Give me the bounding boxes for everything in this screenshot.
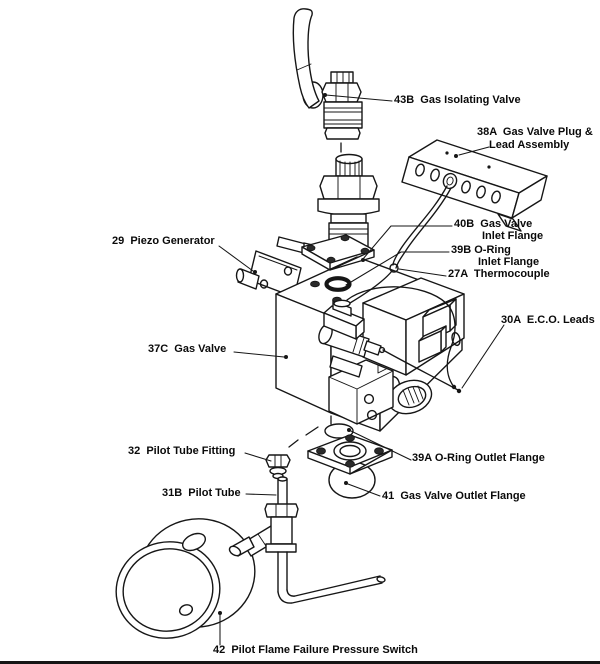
gas-isolating-valve-drawing: [292, 8, 363, 153]
label-inlet-flange-line1: 40B Gas Valve: [454, 218, 533, 230]
label-gas-valve-plug-line1: 38A Gas Valve Plug &: [477, 126, 593, 138]
label-gas-valve-outlet-flange: 41 Gas Valve Outlet Flange: [382, 490, 526, 502]
outlet-flange-drawing: [288, 415, 393, 499]
gas-valve-inlet-pipe-drawing: [317, 153, 380, 248]
pilot-tube-drawing: [228, 454, 386, 604]
eco-leads-wires-drawing: [346, 185, 462, 394]
label-inlet-flange-line2: Inlet Flange: [482, 230, 544, 242]
label-gas-isolating-valve: 43B Gas Isolating Valve: [394, 94, 521, 106]
label-thermocouple: 27A Thermocouple: [448, 268, 550, 280]
gas-valve-body-drawing: [275, 256, 465, 432]
label-pilot-tube-fitting: 32 Pilot Tube Fitting: [128, 445, 236, 457]
label-pilot-tube: 31B Pilot Tube: [162, 487, 241, 499]
label-eco-leads: 30A E.C.O. Leads: [501, 314, 595, 326]
inlet-flange-drawing: [301, 234, 375, 292]
label-piezo-generator: 29 Piezo Generator: [112, 235, 215, 247]
gas-valve-plug-lead-assembly-drawing: [401, 139, 548, 232]
label-gas-valve-plug-line2: Lead Assembly: [489, 139, 570, 151]
leader-lines: [218, 93, 505, 646]
label-gas-valve: 37C Gas Valve: [148, 343, 227, 355]
label-oring-outlet-flange: 39A O-Ring Outlet Flange: [412, 452, 545, 464]
label-oring-inlet-line2: Inlet Flange: [478, 256, 540, 268]
label-pressure-switch: 42 Pilot Flame Failure Pressure Switch: [213, 644, 418, 656]
label-oring-inlet-line1: 39B O-Ring: [451, 244, 511, 256]
page-edge-strip: [0, 661, 600, 664]
pressure-switch-drawing: [115, 518, 256, 639]
